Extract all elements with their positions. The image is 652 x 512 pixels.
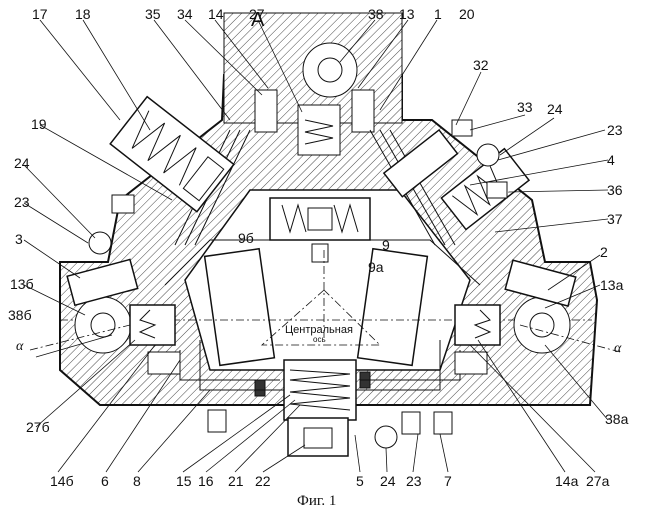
mount-lug-top-right bbox=[477, 144, 499, 166]
label-24-left: 24 bbox=[14, 155, 30, 171]
label-8: 8 bbox=[133, 473, 141, 489]
right-connector-36 bbox=[487, 182, 507, 198]
label-24-top-right: 24 bbox=[547, 101, 563, 117]
label-15: 15 bbox=[176, 473, 192, 489]
label-38: 38 bbox=[368, 6, 384, 22]
label-27: 27 bbox=[249, 6, 265, 22]
label-6: 6 bbox=[101, 473, 109, 489]
label-4: 4 bbox=[607, 152, 615, 168]
axis-text-line2: ось bbox=[313, 335, 326, 344]
label-13: 13 bbox=[399, 6, 415, 22]
label-14a: 14а bbox=[555, 473, 579, 489]
label-1: 1 bbox=[434, 6, 442, 22]
label-38a: 38а bbox=[605, 411, 629, 427]
label-18: 18 bbox=[75, 6, 91, 22]
left-cylinder-27b bbox=[130, 305, 175, 345]
bottom-mount-24 bbox=[375, 426, 397, 448]
label-2: 2 bbox=[600, 244, 608, 260]
bottom-sensor-right bbox=[402, 412, 420, 434]
label-13a: 13а bbox=[600, 277, 624, 293]
label-9b: 9б bbox=[238, 230, 254, 246]
left-pivot-13b-inner bbox=[91, 313, 115, 337]
label-34: 34 bbox=[177, 6, 193, 22]
angle-alpha-right: α bbox=[614, 341, 622, 356]
label-24-bottom: 24 bbox=[380, 473, 396, 489]
right-pivot-13a-inner bbox=[530, 313, 554, 337]
label-14b: 14б bbox=[50, 473, 74, 489]
label-20: 20 bbox=[459, 6, 475, 22]
label-17: 17 bbox=[32, 6, 48, 22]
sensor-9 bbox=[312, 244, 328, 262]
label-27a: 27а bbox=[586, 473, 610, 489]
label-23-bottom: 23 bbox=[406, 473, 422, 489]
label-32: 32 bbox=[473, 57, 489, 73]
label-35: 35 bbox=[145, 6, 161, 22]
right-cylinder-27a bbox=[455, 305, 500, 345]
right-connector-33 bbox=[452, 120, 472, 136]
label-14: 14 bbox=[208, 6, 224, 22]
label-27b: 27б bbox=[26, 419, 50, 435]
label-7: 7 bbox=[444, 473, 452, 489]
label-9: 9 bbox=[382, 237, 390, 253]
top-right-piston bbox=[352, 90, 374, 132]
left-connector bbox=[112, 195, 134, 213]
left-lower-block bbox=[148, 352, 180, 374]
bottom-sensor-left bbox=[208, 410, 226, 432]
top-left-piston bbox=[255, 90, 277, 132]
label-21: 21 bbox=[228, 473, 244, 489]
bottom-sensor-far bbox=[434, 412, 452, 434]
label-36: 36 bbox=[607, 182, 623, 198]
bottom-block-core bbox=[304, 428, 332, 448]
figure-caption: Фиг. 1 bbox=[297, 493, 336, 509]
bottom-chamber bbox=[284, 360, 356, 420]
filter-left bbox=[255, 380, 265, 396]
top-valve bbox=[298, 105, 340, 155]
label-23-left: 23 bbox=[14, 194, 30, 210]
central-valve-core bbox=[308, 208, 332, 230]
label-5: 5 bbox=[356, 473, 364, 489]
angle-alpha-left: α bbox=[16, 339, 24, 354]
top-pivot-inner bbox=[318, 58, 342, 82]
label-37: 37 bbox=[607, 211, 623, 227]
label-9a: 9а bbox=[368, 259, 384, 275]
right-lower-block bbox=[455, 352, 487, 374]
label-23-top-right: 23 bbox=[607, 122, 623, 138]
label-22: 22 bbox=[255, 473, 271, 489]
label-13b: 13б bbox=[10, 276, 34, 292]
label-19: 19 bbox=[31, 116, 47, 132]
label-3: 3 bbox=[15, 231, 23, 247]
label-33: 33 bbox=[517, 99, 533, 115]
label-16: 16 bbox=[198, 473, 214, 489]
label-38b: 38б bbox=[8, 307, 32, 323]
